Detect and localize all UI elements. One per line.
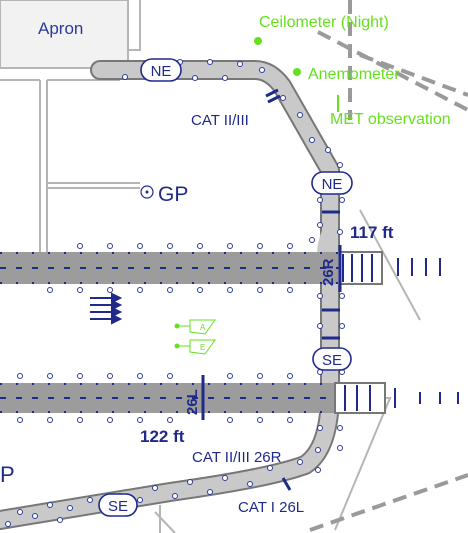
anemometer-label: Anemometer — [308, 66, 400, 83]
taxi-sign-ne-mid — [311, 171, 353, 195]
anemometer-dot-icon — [293, 68, 301, 76]
approach-arrows — [90, 292, 123, 325]
runway-lights-26r — [0, 252, 441, 284]
ceilometer-label: Ceilometer (Night) — [259, 14, 389, 31]
taxi-sign-se-mid-label: SE — [322, 352, 342, 369]
gp-label: GP — [158, 183, 188, 206]
ceilometer-dot-icon — [254, 37, 262, 45]
sign-a — [174, 319, 216, 335]
background-lines — [0, 0, 421, 533]
runway-26r — [0, 252, 340, 284]
apron-area — [0, 0, 129, 69]
dist-117-label: 117 ft — [350, 223, 394, 242]
gp-icon — [140, 185, 154, 199]
runway-lights-26l — [0, 383, 459, 413]
apron-label: Apron — [38, 19, 83, 38]
taxi-sign-se-mid — [312, 347, 352, 371]
runway-26l-threshold — [334, 382, 386, 414]
cat-upper-label: CAT II/III — [191, 112, 249, 129]
taxi-sign-ne-top — [140, 58, 182, 82]
gp-icon-dot — [145, 190, 149, 194]
runway-26r-label: 26R — [320, 258, 337, 286]
holding-position-bars — [265, 88, 340, 491]
p-label: P — [0, 462, 15, 487]
cat-lower-label-2: CAT I 26L — [238, 499, 304, 516]
dist-122-label: 122 ft — [140, 427, 185, 446]
sign-e — [174, 339, 216, 355]
taxi-sign-se-bottom-label: SE — [108, 498, 128, 515]
taxiway-lights — [5, 59, 345, 527]
sign-e-label: E — [200, 343, 205, 352]
taxi-sign-se-bottom — [98, 493, 138, 517]
sign-a-label: A — [200, 323, 206, 332]
met-label: MET observation — [330, 111, 451, 128]
taxi-sign-ne-mid-label: NE — [322, 176, 343, 193]
runway-26l-label: 26L — [184, 389, 201, 415]
cat-lower-label-1: CAT II/III 26R — [192, 449, 282, 466]
dashed-roads — [309, 0, 468, 532]
taxi-sign-ne-top-label: NE — [151, 63, 172, 80]
